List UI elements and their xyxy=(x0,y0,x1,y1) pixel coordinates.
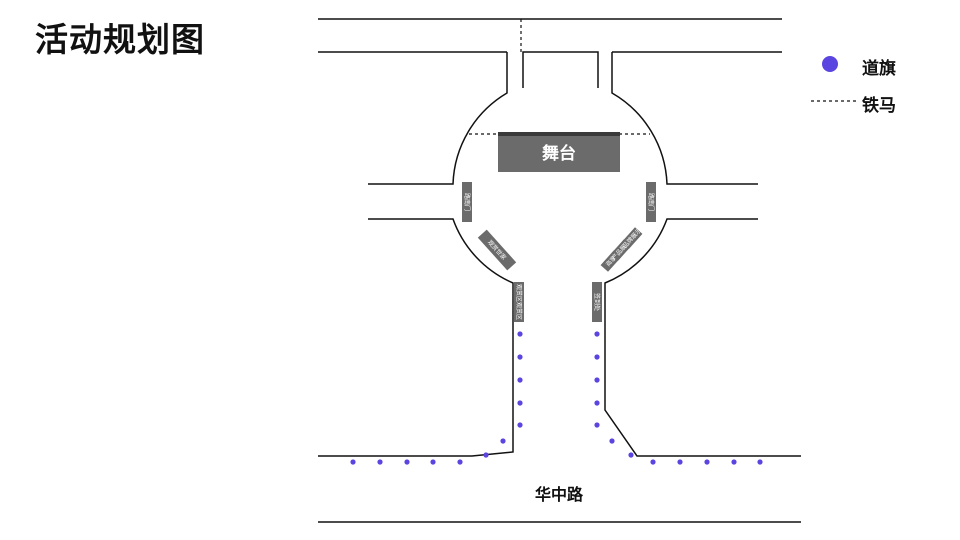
booth-label: 品牌展示 xyxy=(621,226,643,249)
flag-dot xyxy=(704,459,710,465)
flag-dot xyxy=(517,354,523,360)
flag-markers xyxy=(350,331,763,465)
booth-label: 路南门 xyxy=(647,193,655,211)
flag-dot xyxy=(517,422,523,428)
flag-dot xyxy=(594,377,600,383)
road-label: 华中路 xyxy=(535,485,584,504)
flag-dot xyxy=(517,377,523,383)
flag-dot xyxy=(677,459,683,465)
flag-dot xyxy=(350,459,356,465)
flag-dot xyxy=(517,331,523,337)
flag-dot xyxy=(404,459,410,465)
flag-dot xyxy=(731,459,737,465)
stage: 舞台 xyxy=(498,132,620,172)
flag-dot xyxy=(594,331,600,337)
legend-flag-icon xyxy=(822,56,838,72)
booth-right-gate: 路南门 xyxy=(646,182,656,222)
road-outlines xyxy=(318,18,801,523)
booth-left-corridor: 观赏区观赏区 xyxy=(514,282,524,322)
legend-fence-label: 铁马 xyxy=(862,96,896,116)
flag-dot xyxy=(483,452,489,458)
booth-label: 签到处 xyxy=(593,293,601,311)
flag-dot xyxy=(517,400,523,406)
booth-label: 路南门 xyxy=(463,193,471,211)
flag-dot xyxy=(594,422,600,428)
booth-label: 观赏区观赏区 xyxy=(515,284,523,320)
fence-lines xyxy=(469,19,650,135)
booth-left-gate: 路南门 xyxy=(462,182,472,222)
flag-dot xyxy=(594,354,600,360)
booth-right-corridor: 签到处 xyxy=(592,282,602,322)
flag-dot xyxy=(650,459,656,465)
flag-dot xyxy=(500,438,506,444)
stage-label: 舞台 xyxy=(542,143,576,163)
page-title: 活动规划图 xyxy=(35,20,205,59)
flag-dot xyxy=(628,452,634,458)
booth-right-curve-3: 品牌展示 xyxy=(621,226,643,249)
booths: 路南门 路南门 观赏世家 商家 产品展示 品牌展示 观赏区观赏区 签到处 xyxy=(462,182,656,322)
flag-dot xyxy=(457,459,463,465)
legend-flag-label: 道旗 xyxy=(862,59,896,79)
flag-dot xyxy=(594,400,600,406)
flag-dot xyxy=(430,459,436,465)
flag-dot xyxy=(377,459,383,465)
flag-dot xyxy=(757,459,763,465)
flag-dot xyxy=(609,438,615,444)
